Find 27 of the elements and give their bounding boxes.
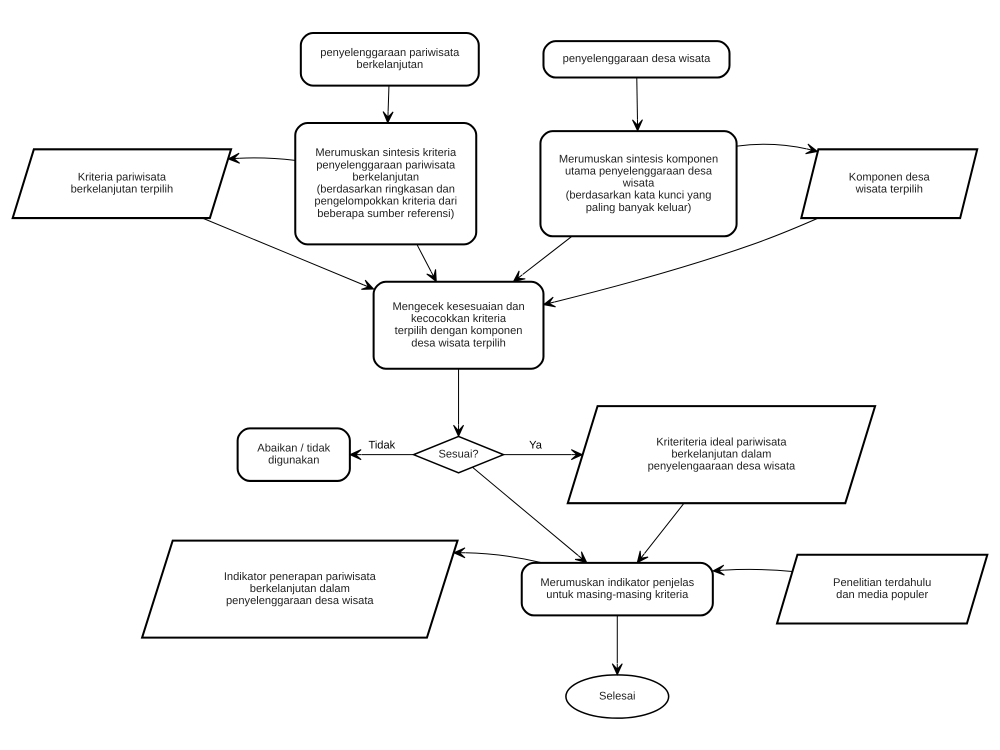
- arrow: [612, 615, 623, 675]
- arrow: [416, 244, 437, 282]
- arrow: [736, 143, 818, 154]
- node-box: Abaikan / tidak digunakan: [236, 426, 351, 482]
- node-box: Merumuskan sintesis kriteria penyelenggaraan pariwisata berkelanjutan (berdasarkan ringkasan dan pengelompokkan kriteria dari beberapa sumber referensi): [294, 122, 478, 245]
- edge-label: Ya: [529, 438, 542, 451]
- node-box: penyelenggaraan pariwisata berkelanjutan: [300, 32, 480, 86]
- arrow: [453, 546, 542, 563]
- arrow: [382, 85, 394, 123]
- arrow: [453, 368, 464, 436]
- arrow: [543, 217, 818, 307]
- arrow: [350, 448, 414, 460]
- node-box: Merumuskan indikator penjelas untuk masing-masing kriteria: [520, 561, 714, 616]
- arrow: [503, 448, 583, 460]
- arrow: [228, 152, 296, 164]
- node-ellipse: Selesai: [565, 674, 670, 718]
- arrow: [712, 564, 792, 576]
- arrow: [512, 236, 572, 282]
- arrow: [202, 217, 374, 290]
- node-box: Merumuskan sintesis komponen utama penyelenggaraan desa wisata (berdasarkan kata kunci yang paling banyak keluar): [539, 130, 738, 237]
- node-box: penyelenggaraan desa wisata: [542, 40, 731, 78]
- edge-label: Tidak: [368, 438, 396, 451]
- arrow: [636, 502, 684, 563]
- arrow: [472, 466, 588, 563]
- node-diamond: Sesuai?: [412, 435, 506, 474]
- arrow: [632, 77, 643, 131]
- node-box: Mengecek kesesuaian dan kecocokkan kriteria terpilih dengan komponen desa wisata terpilih: [372, 280, 544, 370]
